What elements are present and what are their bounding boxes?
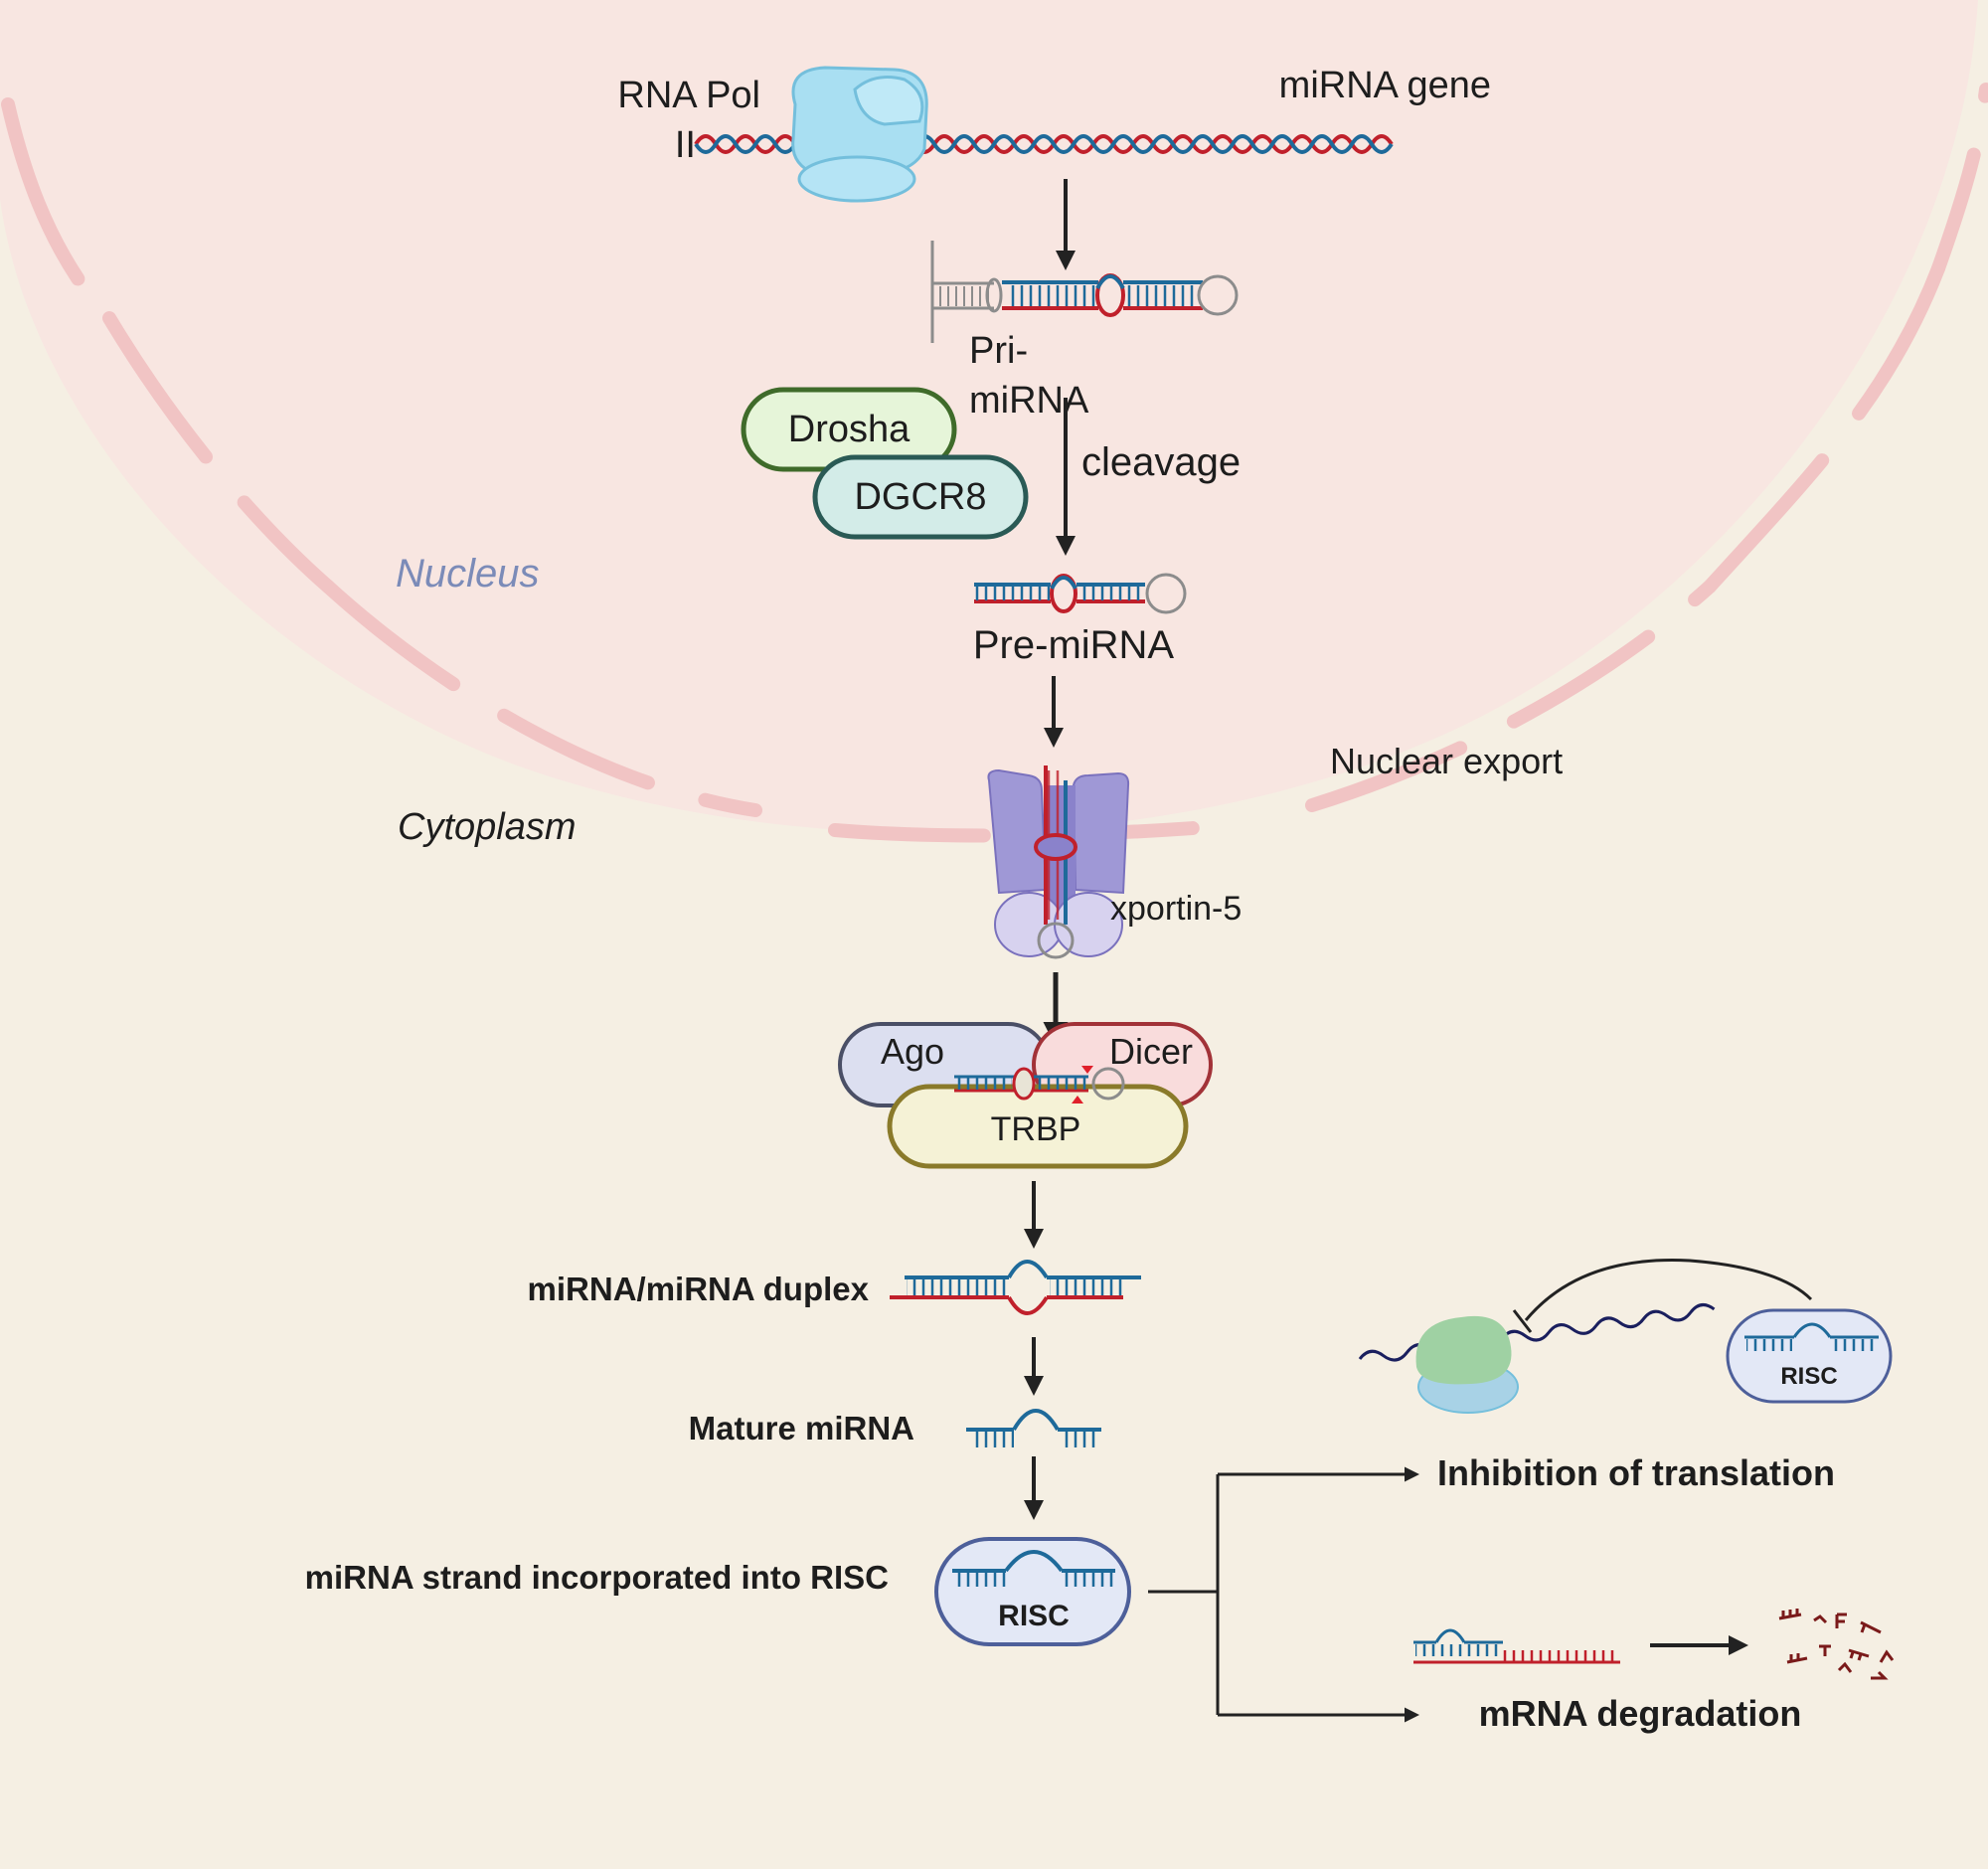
nucleus-label: Nucleus [396,552,540,595]
rna-polymerase-icon [791,66,928,203]
nuclear-envelope [1,83,1988,843]
mirna-duplex-icon [890,1260,1141,1315]
trbp-protein: TRBP [887,1084,1189,1169]
pre-mirna-label: Pre-miRNA [973,623,1175,667]
dicer-label: Dicer [1109,1031,1193,1072]
trbp-label: TRBP [991,1110,1081,1148]
cleavage-label: cleavage [1081,440,1241,484]
risc-label: RISC [998,1600,1070,1632]
inhibition-label: Inhibition of translation [1437,1452,1835,1493]
dgcr8-label: DGCR8 [854,476,986,518]
exportin-5-icon [987,765,1130,959]
duplex-label: miRNA/miRNA duplex [528,1271,870,1307]
cytoplasm-label: Cytoplasm [398,806,577,848]
exportin-label: xportin-5 [1110,890,1242,928]
ago-label: Ago [881,1031,944,1072]
drosha-label: Drosha [788,409,911,450]
risc-step-label: miRNA strand incorporated into RISC [305,1559,889,1596]
dicer-bound-hairpin-icon [952,1066,1125,1104]
mature-mirna-icon [966,1409,1101,1447]
translation-inhibition-icon: RISC [1358,1259,1893,1414]
pri-mirna-hairpin-icon [930,241,1239,343]
branch-connector [1148,1466,1419,1723]
mirna-gene-label: miRNA gene [1279,65,1491,106]
risc-small-label: RISC [1780,1363,1837,1390]
nucleus-region [0,0,1988,843]
mature-mirna-label: Mature miRNA [689,1410,914,1446]
risc-complex: RISC [934,1537,1131,1646]
pri-mirna-label: Pri- [969,330,1028,372]
rna-pol-label: RNA Pol [617,75,760,116]
nuclear-export-label: Nuclear export [1330,741,1563,781]
dgcr8-protein: DGCR8 [812,454,1029,540]
pre-mirna-hairpin-icon [972,573,1187,614]
pri-mirna-label-line2: miRNA [969,380,1089,422]
mrna-degradation-icon [1413,1609,1895,1680]
degradation-label: mRNA degradation [1479,1693,1802,1734]
nucleus-fill [0,0,1978,834]
rna-pol-label-line2: II [675,124,696,166]
drosha-protein: Drosha [741,387,957,472]
